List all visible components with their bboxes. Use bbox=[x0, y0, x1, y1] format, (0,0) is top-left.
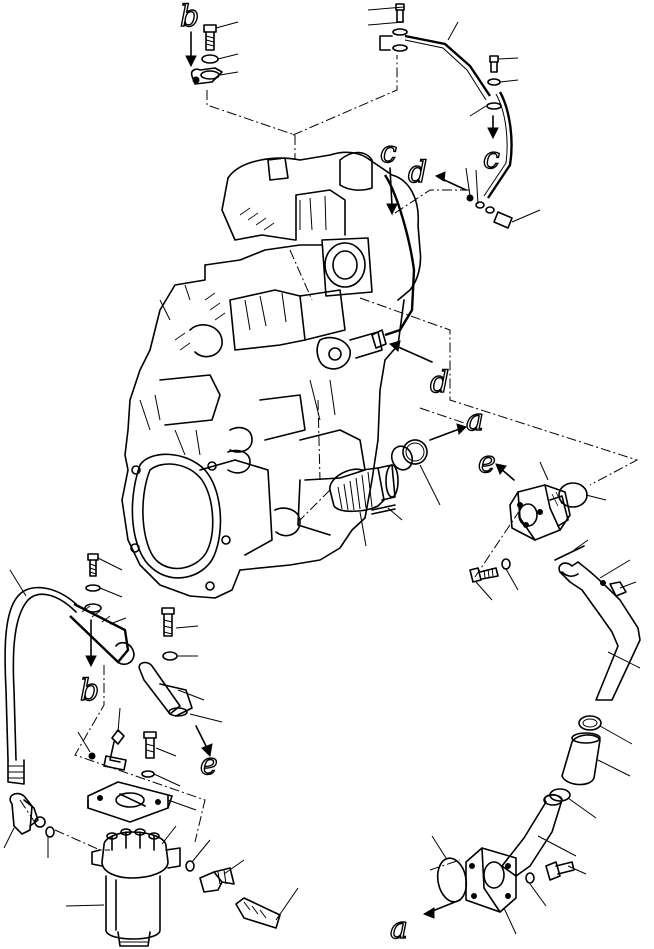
callout-c-top: c bbox=[380, 135, 397, 170]
left-hose-assembly bbox=[3, 553, 135, 858]
top-right-pipe-assembly bbox=[367, 3, 541, 229]
vertical-pipe bbox=[383, 174, 416, 337]
callout-a-right: a bbox=[466, 403, 484, 438]
callout-b-top: b bbox=[180, 0, 199, 34]
guide-lines bbox=[19, 55, 639, 871]
callout-letters: b c c d d a e b e a bbox=[79, 0, 500, 947]
filter-bracket bbox=[77, 707, 197, 823]
callout-d-top: d bbox=[408, 155, 427, 190]
filter-canister bbox=[65, 825, 181, 947]
arrow-c-housing bbox=[386, 167, 398, 216]
left-tube-fitting bbox=[138, 607, 223, 758]
arrow-d-housing bbox=[388, 340, 433, 363]
right-pipe-hose bbox=[422, 559, 641, 935]
top-clamp-assembly bbox=[185, 21, 239, 85]
strainer-element bbox=[329, 423, 467, 547]
callout-b-left: b bbox=[80, 673, 99, 708]
callout-d-mid: d bbox=[430, 365, 449, 400]
transmission-housing bbox=[121, 151, 422, 599]
callout-e-left: e bbox=[200, 747, 218, 782]
callout-e-right: e bbox=[478, 445, 496, 480]
small-bottom-parts bbox=[185, 839, 299, 929]
callout-a-bottom: a bbox=[390, 911, 408, 946]
pump-housing bbox=[469, 461, 607, 601]
callout-c-right: c bbox=[483, 141, 500, 176]
